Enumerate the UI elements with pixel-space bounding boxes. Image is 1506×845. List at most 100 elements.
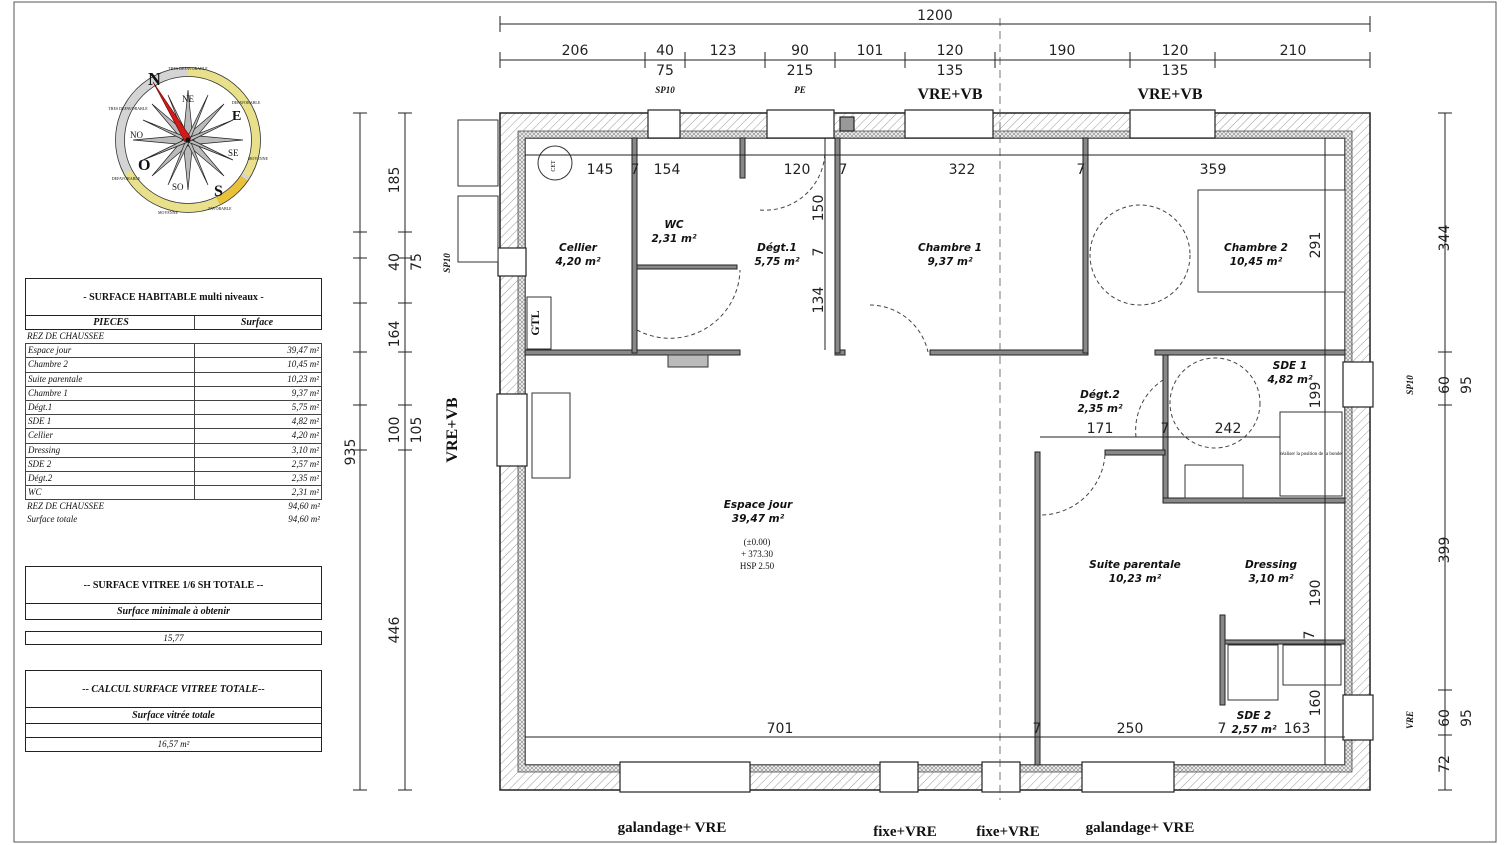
dim-label: 134	[811, 287, 827, 314]
openings	[496, 109, 1374, 793]
dim-label: 135	[1162, 63, 1189, 79]
dim-label: 359	[1200, 162, 1227, 178]
heat-pump-unit-2	[457, 195, 499, 263]
sink-sde1-icon	[1184, 464, 1244, 499]
dim-label: 95	[1459, 709, 1475, 727]
dim-label: 7	[1161, 421, 1170, 437]
room-name-cell: Dégt.1	[26, 400, 195, 415]
dim-label: 190	[1308, 580, 1324, 607]
room-name-cell: Chambre 2	[26, 358, 195, 372]
compass-north: N	[148, 69, 161, 89]
dim-label: 215	[787, 63, 814, 79]
vitree-min-title: -- SURFACE VITREE 1/6 SH TOTALE --	[25, 566, 322, 604]
room-name: Suite parentale	[1089, 559, 1181, 571]
total-row: Surface totale 94,60 m²	[25, 513, 322, 526]
dim-label: 120	[937, 43, 964, 59]
room-area: 2,31 m²	[651, 233, 697, 245]
opening-labels: SP10 PE VRE+VB VRE+VB SP10 VRE+VB SP10 V…	[442, 85, 1415, 840]
dim-label: 291	[1308, 232, 1324, 259]
room-name-cell: Espace jour	[26, 344, 195, 358]
room-labels: Cellier 4,20 m² WC 2,31 m² Dégt.1 5,75 m…	[554, 219, 1313, 736]
dim-label: 135	[937, 63, 964, 79]
window-vre-vb-1	[904, 109, 994, 139]
label-vre-vb: VRE+VB	[1137, 86, 1202, 103]
room-name-cell: Chambre 1	[26, 386, 195, 400]
dim-label: 164	[387, 321, 403, 348]
compass-west: O	[138, 157, 150, 174]
room-name: SDE 1	[1273, 360, 1307, 372]
dim-label: 701	[767, 721, 794, 737]
room-area: 4,82 m²	[1266, 374, 1313, 386]
dim-label: 160	[1308, 690, 1324, 717]
dim-label: 7	[1077, 162, 1086, 178]
surface-vitree-min-table: -- SURFACE VITREE 1/6 SH TOTALE -- Surfa…	[25, 566, 322, 645]
altitude: + 373.30	[741, 549, 774, 559]
window-sp10-top	[647, 109, 681, 139]
room-name-cell: Dressing	[26, 443, 195, 457]
dim-label: 95	[1459, 376, 1475, 394]
shower-sde2	[1227, 644, 1279, 701]
room-name-cell: Cellier	[26, 429, 195, 443]
level-label: REZ DE CHAUSSEE	[25, 330, 322, 343]
window-vre-vb-2	[1129, 109, 1216, 139]
dim-label: 7	[1033, 721, 1042, 737]
left-dimensions: 935 185 40 75 164 100 105 446	[343, 167, 425, 644]
shower-sde1	[1279, 411, 1343, 497]
dim-label: 7	[839, 162, 848, 178]
compass-east: E	[232, 109, 241, 124]
surface-cell: 2,57 m²	[291, 458, 319, 469]
room-area: 2,57 m²	[1231, 724, 1277, 736]
door-swings	[636, 149, 1261, 516]
fixtures	[457, 119, 1346, 701]
interior-walls	[524, 137, 1346, 766]
heat-pump-unit-1	[457, 119, 499, 187]
dim-label: 60	[1437, 376, 1453, 394]
compass-zone: DEFAVORABLE	[112, 176, 141, 181]
gtl-label: GTL	[528, 310, 542, 335]
room-area: 3,10 m²	[1248, 573, 1294, 585]
vitree-calc-value: 16,57 m²	[25, 738, 322, 752]
cet-label: CET	[551, 160, 557, 172]
surface-cell: 9,37 m²	[291, 387, 319, 398]
vitree-min-subtitle: Surface minimale à obtenir	[25, 604, 322, 620]
floor-level: (±0.00)	[744, 537, 771, 547]
dim-label: 171	[1087, 421, 1114, 437]
label-sp10: SP10	[655, 85, 675, 95]
total-label: Surface totale	[27, 514, 78, 525]
compass-zone: MOYENNE	[158, 210, 179, 215]
compass-ne: NE	[182, 94, 194, 104]
label-galandage: galandage+ VRE	[1086, 820, 1195, 836]
room-area: 9,37 m²	[927, 256, 973, 268]
label-vre-vb: VRE+VB	[917, 86, 982, 103]
compass-rose: N E S O NE SE SO NO TRES DEFAVORABLE DEF…	[108, 66, 268, 215]
compass-south: S	[214, 183, 223, 200]
sheet-border	[13, 1, 1497, 843]
dim-label: 163	[1284, 721, 1311, 737]
room-name-cell: Dégt.2	[26, 471, 195, 486]
dim-label: 72	[1437, 755, 1453, 773]
room-name-cell: WC	[26, 486, 195, 500]
surface-cell: 10,23 m²	[287, 373, 319, 384]
label-vre: VRE	[1405, 711, 1415, 729]
window-sp10-right	[1342, 361, 1374, 408]
ceiling-height: HSP 2.50	[740, 561, 775, 571]
room-area: 39,47 m²	[732, 513, 785, 525]
dim-label: 446	[387, 617, 403, 644]
total-value: 94,60 m²	[288, 514, 320, 525]
vitree-calc-subtitle: Surface vitrée totale	[25, 708, 322, 724]
col-surface: Surface	[240, 317, 274, 328]
room-name: SDE 2	[1237, 710, 1271, 722]
surface-cell: 5,75 m²	[291, 401, 319, 412]
dim-label: 210	[1280, 43, 1307, 59]
label-fixe: fixe+VRE	[873, 824, 937, 840]
dim-label: 185	[387, 167, 403, 194]
window-fixe-2	[981, 761, 1021, 793]
level-total-label: REZ DE CHAUSSEE	[27, 501, 104, 512]
